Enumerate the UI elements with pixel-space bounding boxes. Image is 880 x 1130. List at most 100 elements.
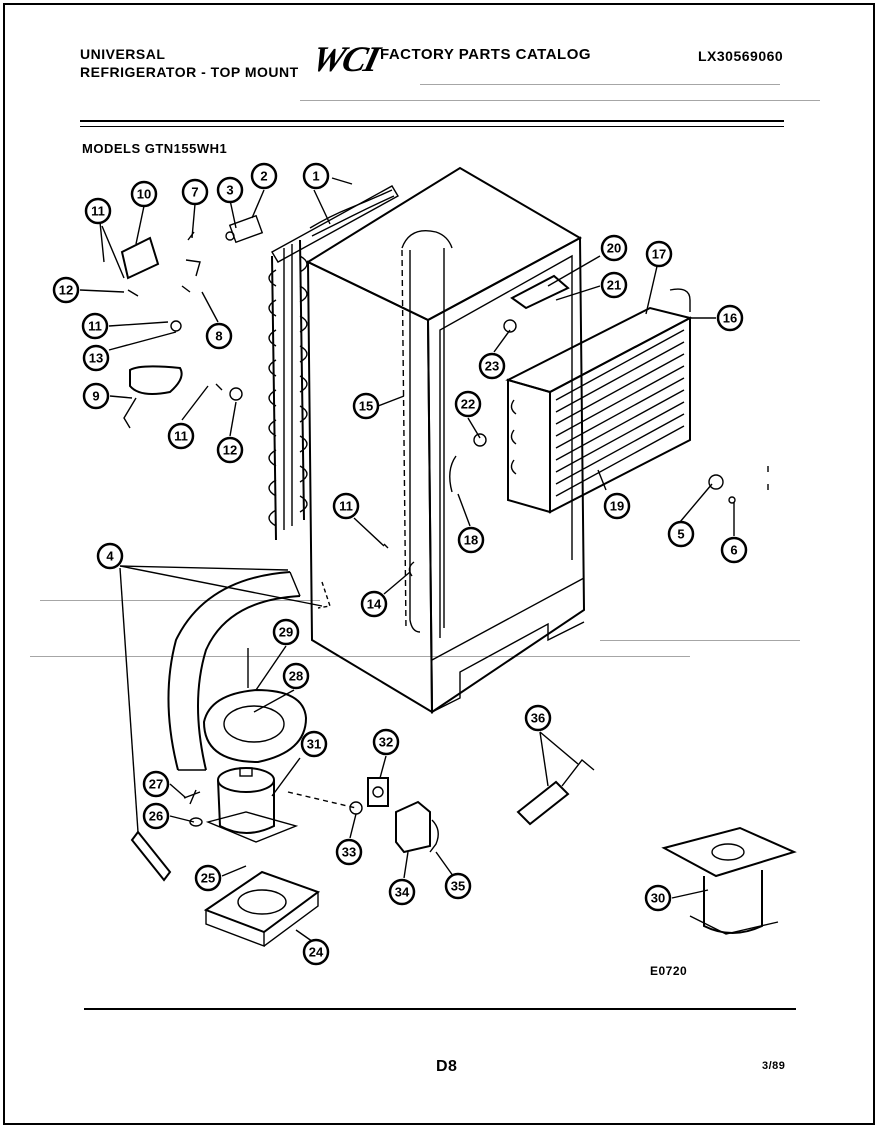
- callout-14: 14: [360, 590, 388, 618]
- drier-part: [516, 758, 595, 826]
- callout-3: 3: [216, 176, 244, 204]
- small-parts-right: [317, 274, 769, 609]
- callout-35: 35: [444, 872, 472, 900]
- svg-text:3: 3: [226, 183, 233, 198]
- svg-text:11: 11: [91, 204, 105, 219]
- callout-30: 30: [644, 884, 672, 912]
- svg-text:15: 15: [359, 399, 373, 414]
- compressor-mount: [203, 870, 321, 948]
- svg-text:29: 29: [279, 625, 293, 640]
- callout-19: 19: [603, 492, 631, 520]
- callout-11-c: 11: [167, 422, 195, 450]
- svg-text:2: 2: [260, 169, 267, 184]
- callout-34: 34: [388, 878, 416, 906]
- callout-6: 6: [720, 536, 748, 564]
- brand-line-1: UNIVERSAL: [80, 46, 166, 62]
- callout-9: 9: [82, 382, 110, 410]
- header-rule-thin: [80, 126, 784, 127]
- catalog-number: LX30569060: [698, 48, 784, 64]
- svg-text:27: 27: [149, 777, 163, 792]
- svg-text:8: 8: [215, 329, 222, 344]
- svg-text:19: 19: [610, 499, 624, 514]
- svg-text:17: 17: [652, 247, 666, 262]
- callout-12-b: 12: [216, 436, 244, 464]
- capillary-parts: [119, 567, 203, 882]
- evaporator: [505, 288, 693, 514]
- condenser-coil: [268, 185, 399, 541]
- callout-12-a: 12: [52, 276, 80, 304]
- alternate-compressor: [661, 826, 797, 935]
- svg-text:33: 33: [342, 845, 356, 860]
- svg-text:21: 21: [607, 278, 621, 293]
- callout-2: 2: [250, 162, 278, 190]
- callout-4: 4: [96, 542, 124, 570]
- footer-rule: [84, 1008, 796, 1010]
- callout-28: 28: [282, 662, 310, 690]
- callout-29: 29: [272, 618, 300, 646]
- svg-text:12: 12: [59, 283, 73, 298]
- svg-text:30: 30: [651, 891, 665, 906]
- brand-line-2: REFRIGERATOR - TOP MOUNT: [80, 64, 299, 80]
- callout-5: 5: [667, 520, 695, 548]
- callout-7: 7: [181, 178, 209, 206]
- header-rule: [80, 120, 784, 122]
- callout-13: 13: [82, 344, 110, 372]
- svg-text:5: 5: [677, 527, 684, 542]
- catalog-title: FACTORY PARTS CATALOG: [380, 46, 592, 63]
- callout-17: 17: [645, 240, 673, 268]
- models-label: MODELS GTN155WH1: [82, 141, 228, 156]
- svg-text:25: 25: [201, 871, 215, 886]
- svg-text:32: 32: [379, 735, 393, 750]
- callout-20: 20: [600, 234, 628, 262]
- svg-text:14: 14: [367, 597, 382, 612]
- svg-text:36: 36: [531, 711, 545, 726]
- svg-text:31: 31: [307, 737, 321, 752]
- callout-11-b: 11: [81, 312, 109, 340]
- callout-15: 15: [352, 392, 380, 420]
- relay-parts: [349, 777, 439, 854]
- callout-26: 26: [142, 802, 170, 830]
- callout-8: 8: [205, 322, 233, 350]
- svg-text:23: 23: [485, 359, 499, 374]
- svg-text:11: 11: [88, 319, 102, 334]
- svg-text:10: 10: [137, 187, 151, 202]
- svg-text:24: 24: [309, 945, 324, 960]
- svg-text:26: 26: [149, 809, 163, 824]
- date-code: 3/89: [762, 1060, 786, 1072]
- callout-31: 31: [300, 730, 328, 758]
- callout-23: 23: [478, 352, 506, 380]
- svg-text:11: 11: [339, 499, 353, 514]
- svg-text:20: 20: [607, 241, 621, 256]
- svg-text:4: 4: [106, 549, 114, 564]
- callout-33: 33: [335, 838, 363, 866]
- diagram-code: E0720: [650, 964, 688, 978]
- drain-tube: [167, 571, 301, 771]
- callout-11-d: 11: [332, 492, 360, 520]
- svg-text:28: 28: [289, 669, 303, 684]
- svg-text:16: 16: [723, 311, 737, 326]
- callout-25: 25: [194, 864, 222, 892]
- page-border: [3, 3, 875, 1125]
- svg-text:9: 9: [92, 389, 99, 404]
- leader-lines: [79, 177, 735, 945]
- callout-1: 1: [302, 162, 330, 190]
- svg-text:34: 34: [395, 885, 410, 900]
- small-parts-left: [120, 214, 264, 429]
- svg-text:22: 22: [461, 397, 475, 412]
- callout-18: 18: [457, 526, 485, 554]
- callout-16: 16: [716, 304, 744, 332]
- svg-text:1: 1: [312, 169, 319, 184]
- svg-text:18: 18: [464, 533, 478, 548]
- callout-36: 36: [524, 704, 552, 732]
- svg-text:11: 11: [174, 429, 188, 444]
- callout-27: 27: [142, 770, 170, 798]
- callout-11-a: 11: [84, 197, 112, 225]
- cabinet: [305, 166, 586, 714]
- callout-22: 22: [454, 390, 482, 418]
- svg-text:6: 6: [730, 543, 737, 558]
- page-code: D8: [436, 1058, 458, 1075]
- callout-32: 32: [372, 728, 400, 756]
- scan-noise: [30, 84, 820, 657]
- compressor: [205, 767, 299, 843]
